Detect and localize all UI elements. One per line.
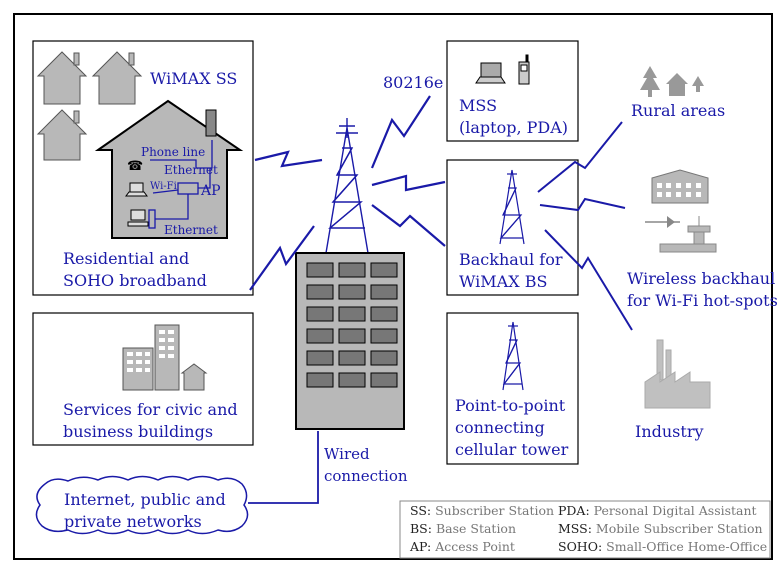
base-station-building [295, 252, 405, 430]
industry-label: Industry [635, 422, 704, 441]
protocol-label: 80216e [383, 73, 444, 92]
legend-box [399, 500, 771, 559]
tower-icon [499, 169, 525, 245]
wimax-ss-label: WiMAX SS [150, 69, 238, 88]
p2p-panel [446, 312, 579, 465]
tree-icon [640, 66, 704, 97]
laptop-icon [475, 62, 506, 84]
pda-icon [518, 54, 530, 85]
airplane-icon [645, 216, 680, 228]
legend: SS: Subscriber Station BS: Base Station … [400, 501, 770, 558]
wired-label: Wired connection [324, 445, 408, 485]
legend-entry: PDA: Personal Digital Assistant [558, 503, 757, 518]
wireless-link [249, 95, 446, 291]
house-icon [666, 73, 688, 96]
legend-entry: MSS: Mobile Subscriber Station [558, 521, 763, 536]
mss-label: MSS (laptop, PDA) [459, 96, 569, 137]
p2p-label: Point-to-point connecting cellular tower [455, 396, 569, 459]
wired-link [248, 431, 319, 504]
legend-entry: SOHO: Small-Office Home-Office [558, 539, 768, 554]
factory-icon [644, 339, 711, 409]
legend-entry: SS: Subscriber Station [410, 503, 555, 518]
big-house-icon [94, 99, 244, 239]
ethernet-label: Ethernet [164, 163, 218, 177]
house-icon [36, 51, 88, 105]
ap-label: AP [201, 183, 221, 199]
internet-label: Internet, public and private networks [64, 490, 226, 531]
backhaul-panel [446, 159, 579, 296]
house-icon [91, 51, 143, 105]
civic-label: Services for civic and business building… [63, 400, 238, 441]
legend-entry: BS: Base Station [410, 521, 517, 536]
wireless-backhaul-label: Wireless backhaul for Wi-Fi hot-spots [627, 269, 778, 310]
home-network-wiring [148, 140, 213, 229]
legend-entry: AP: Access Point [410, 539, 515, 554]
building-windows [657, 183, 701, 197]
internet-cloud [35, 475, 249, 535]
phone-line-label: Phone line [141, 145, 206, 159]
outer-frame [13, 13, 773, 560]
ethernet-label: Ethernet [164, 223, 218, 237]
tower-icon [502, 321, 524, 391]
residential-label: Residential and SOHO broadband [63, 249, 207, 290]
phone-icon: ☎ [127, 159, 143, 174]
laptop-icon [125, 182, 148, 197]
rural-label: Rural areas [631, 101, 726, 120]
building-windows [127, 330, 174, 372]
backhaul-link [537, 121, 633, 331]
central-tower-icon [325, 118, 369, 254]
house-icon [36, 109, 88, 161]
mss-panel [446, 40, 579, 142]
wifi-label: Wi-Fi [150, 181, 177, 192]
airport-icon [659, 216, 717, 253]
backhaul-bs-label: Backhaul for WiMAX BS [459, 250, 563, 291]
desktop-icon [127, 209, 149, 227]
